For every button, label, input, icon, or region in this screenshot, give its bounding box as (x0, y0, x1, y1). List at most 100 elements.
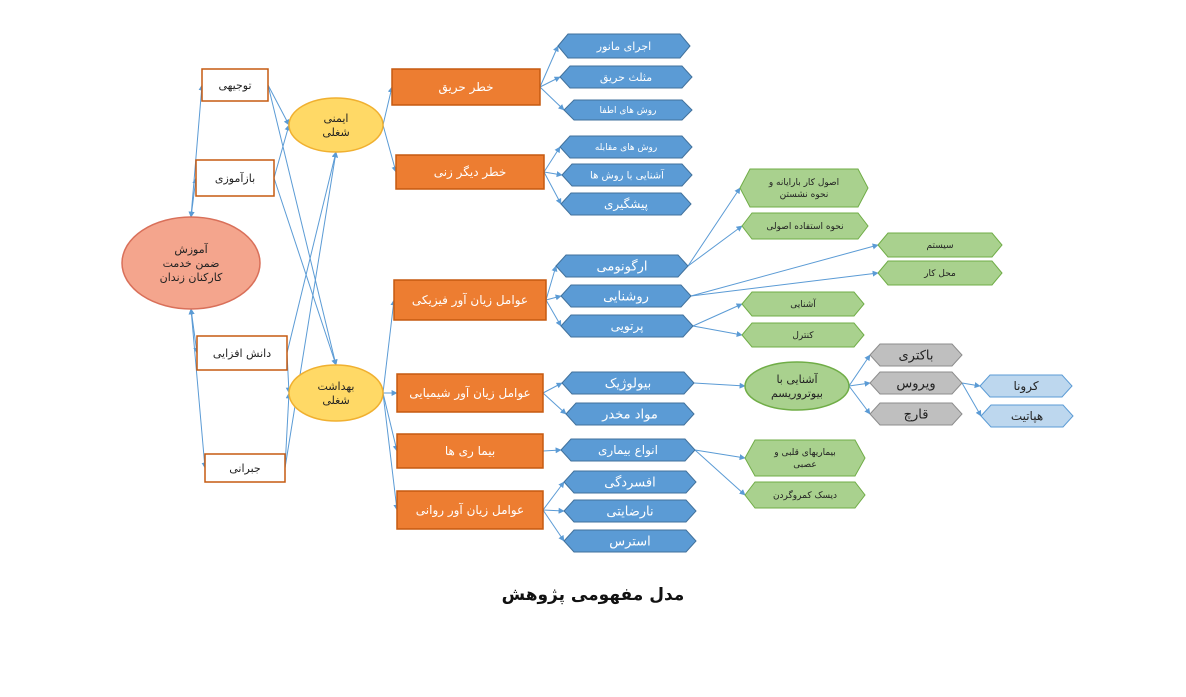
node-label: بهداشت (318, 380, 355, 393)
node-shape (396, 373, 544, 413)
connector-virus-corona (961, 382, 981, 389)
node-label: عوامل زیان آور شیمیایی (409, 385, 530, 401)
node-shape (559, 65, 693, 89)
node-shape (741, 322, 865, 348)
node-label: انواع بیماری (598, 443, 658, 458)
connector-bioterror-virus (848, 380, 871, 387)
connector-shimiaei-biology (542, 382, 563, 394)
node-label: دیسک کمروگردن (773, 489, 837, 501)
connector-behdasht-fiziki (382, 299, 397, 394)
connector-fiziki-ergonomi (545, 265, 558, 301)
node-label: کرونا (1013, 379, 1038, 394)
node-control: کنترل (741, 322, 865, 348)
node-shape (560, 284, 692, 308)
connector-shimiaei-mavad (542, 392, 567, 415)
node-roshanaei: روشنایی (560, 284, 692, 308)
node-label: عوامل زیان آور روانی (416, 502, 524, 518)
connector-jobrani-imeni (284, 151, 339, 469)
node-shape (396, 433, 544, 469)
node-khatar-digar: خطر دیگر زنی (395, 154, 545, 190)
node-shape (557, 33, 691, 59)
connector-danesh-imeni (286, 151, 338, 354)
node-label: توجیهی (218, 79, 251, 92)
node-afsordegi: افسردگی (563, 470, 697, 494)
connector-root-tojihi (188, 84, 205, 218)
node-label: آموزش (174, 242, 208, 256)
node-label: ضمن خدمت (163, 257, 220, 270)
connector-behdasht-bimariha (382, 392, 399, 452)
node-khatar-harigh: خطر حریق (391, 68, 541, 106)
connector-fiziki-partovi (545, 299, 562, 327)
node-bazamuzi: بازآموزی (195, 159, 275, 197)
node-biology: بیولوژیک (561, 371, 695, 395)
node-shape (395, 154, 545, 190)
node-label: استرس (609, 535, 650, 550)
node-shape (391, 68, 541, 106)
node-shape (739, 168, 869, 208)
node-label: سیستم (927, 241, 954, 251)
connector-virus-hepatit (961, 382, 982, 417)
node-shape (869, 343, 963, 367)
node-label: اصول کار بارایانه و (768, 178, 839, 188)
node-label: اجرای مانور (596, 40, 651, 53)
node-bimariha: بیما ری ها (396, 433, 544, 469)
node-shape (121, 216, 261, 310)
node-shape (560, 438, 696, 462)
node-label: افسردگی (604, 475, 655, 491)
node-label: ویروس (896, 377, 935, 392)
node-etfa: روش های اطفا (563, 99, 693, 121)
node-label: آشنایی (790, 298, 816, 310)
node-label: ارگونومی (597, 259, 648, 275)
node-label: محل کار (923, 269, 956, 279)
node-sistem: سیستم (877, 232, 1003, 258)
node-label: آشنایی با (776, 372, 818, 386)
node-tojihi: توجیهی (201, 68, 269, 102)
connector-roshanaei-mahal_kar (690, 270, 879, 297)
connector-tojihi-behdasht (267, 84, 338, 366)
connector-partovi-ashenaei (692, 303, 743, 327)
node-ergonomi: ارگونومی (555, 254, 689, 278)
node-shape (563, 99, 693, 121)
node-estefade: نحوه استفاده اصولی (741, 212, 869, 240)
node-label: مواد مخدر (601, 408, 658, 423)
node-manovr: اجرای مانور (557, 33, 691, 59)
node-shape (560, 192, 692, 216)
node-shape (565, 402, 695, 426)
connector-ravani-afsordegi (542, 481, 565, 511)
node-shape (560, 314, 694, 338)
connector-biology-bioterror (693, 382, 746, 389)
node-shape (563, 529, 697, 553)
node-jobrani: جبرانی (204, 453, 286, 483)
node-label: جبرانی (229, 462, 260, 475)
node-ashenaei: آشنایی (741, 291, 865, 317)
node-label: بازآموزی (215, 171, 255, 185)
node-danesh: دانش افزایی (196, 335, 288, 371)
node-ashenaei-raveshha: آشنایی با روش ها (561, 163, 693, 187)
node-label: خطر دیگر زنی (434, 165, 507, 180)
node-shape (979, 374, 1073, 398)
node-label: خطر حریق (438, 80, 493, 95)
connector-khatar_digar-ashenaei_raveshha (543, 171, 563, 178)
node-label: قارچ (904, 408, 929, 423)
connector-root-jobrani (188, 308, 208, 469)
node-label: شغلی (322, 394, 349, 407)
connector-bimariha-anvae_bimari (542, 447, 562, 454)
node-label: بیوتروریسم (771, 387, 823, 400)
connector-ergonomi-estefade (687, 225, 743, 267)
node-label: روش های مقابله (595, 143, 657, 153)
connector-khatar_harigh-mosalas (539, 76, 561, 88)
node-anvae-bimari: انواع بیماری (560, 438, 696, 462)
connector-bazamuzi-imeni (273, 124, 291, 179)
node-bakteri: باکتری (869, 343, 963, 367)
node-mahal-kar: محل کار (877, 260, 1003, 286)
node-shape (869, 402, 963, 426)
node-label: مثلث حریق (600, 71, 652, 85)
connector-bioterror-gharch (848, 385, 871, 415)
connector-ergonomi-osul_kar (687, 187, 741, 267)
node-shape (741, 212, 869, 240)
